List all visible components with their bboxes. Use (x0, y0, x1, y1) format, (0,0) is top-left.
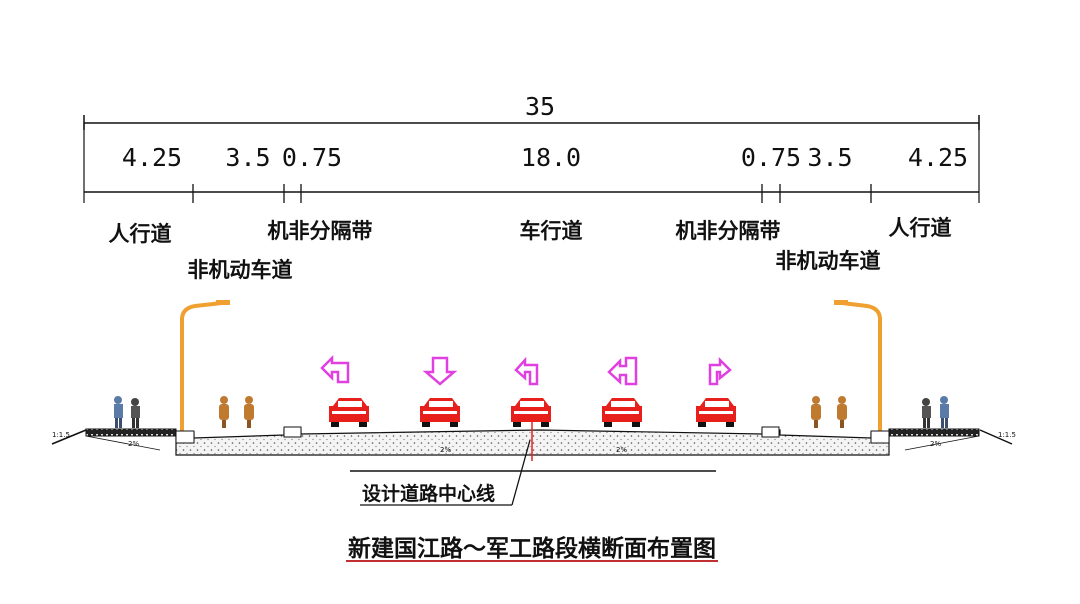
cyclist-left-2 (244, 396, 254, 428)
grade-road-right: 2% (616, 446, 627, 454)
segment-bike-right: 3.5 (807, 143, 852, 172)
lane-arrow-right-turn (708, 356, 732, 386)
road-section: 1:1.5 1:1.5 2% 2% 2% 2% (51, 422, 1016, 506)
diagram-title: 新建国江路～军工路段横断面布置图 (348, 535, 716, 562)
label-separator-left: 机非分隔带 (268, 219, 373, 243)
slope-right-label: 1:1.5 (998, 431, 1016, 439)
curb-left (175, 430, 195, 444)
grade-sidewalk-left: 2% (128, 440, 139, 448)
lane-arrow-uturn-left (320, 354, 350, 384)
segment-sidewalk-right: 4.25 (908, 143, 968, 172)
car-1 (329, 398, 369, 427)
slope-left-label: 1:1.5 (52, 431, 70, 439)
segment-separator-right: 0.75 (741, 143, 801, 172)
cyclist-right-1 (811, 396, 821, 428)
total-width-label: 35 (525, 92, 555, 121)
label-sidewalk-left: 人行道 (109, 222, 172, 246)
segment-sidewalk-left: 4.25 (122, 143, 182, 172)
grade-sidewalk-right: 2% (930, 440, 941, 448)
car-2 (420, 398, 460, 427)
lane-arrow-straight (422, 356, 458, 386)
street-lamp-left (180, 300, 230, 432)
label-sidewalk-right: 人行道 (889, 216, 952, 240)
segment-dimensions: 4.25 3.5 0.75 18.0 0.75 3.5 4.25 (84, 143, 979, 203)
pedestrian-left-1 (114, 396, 123, 428)
pedestrian-right-1 (922, 398, 931, 428)
label-carriageway: 车行道 (520, 219, 583, 243)
car-5 (696, 398, 736, 427)
total-dimension: 35 (83, 92, 980, 203)
sidewalk-paving-right (888, 428, 980, 437)
lane-arrow-left-straight (607, 356, 638, 386)
separator-curb-left (283, 426, 302, 438)
segment-separator-left: 0.75 (282, 143, 342, 172)
pedestrian-right-2 (940, 396, 949, 428)
separator-curb-right (761, 426, 780, 438)
curb-right (870, 430, 890, 444)
label-bike-lane-right: 非机动车道 (776, 249, 881, 273)
segment-bike-left: 3.5 (225, 143, 270, 172)
centerline-label: 设计道路中心线 (362, 482, 495, 505)
cyclist-left-1 (219, 396, 229, 428)
sidewalk-paving-left (85, 428, 177, 437)
segment-carriageway: 18.0 (521, 143, 581, 172)
car-4 (602, 398, 642, 427)
car-3 (511, 398, 551, 427)
zone-labels: 人行道 非机动车道 机非分隔带 车行道 机非分隔带 非机动车道 人行道 (109, 216, 952, 282)
label-bike-lane-left: 非机动车道 (188, 258, 293, 282)
street-lamp-right (834, 300, 882, 432)
label-separator-right: 机非分隔带 (676, 219, 781, 243)
pedestrian-left-2 (131, 398, 140, 428)
lane-arrow-left-turn (514, 356, 539, 386)
grade-road-left: 2% (440, 446, 451, 454)
cyclist-right-2 (837, 396, 847, 428)
